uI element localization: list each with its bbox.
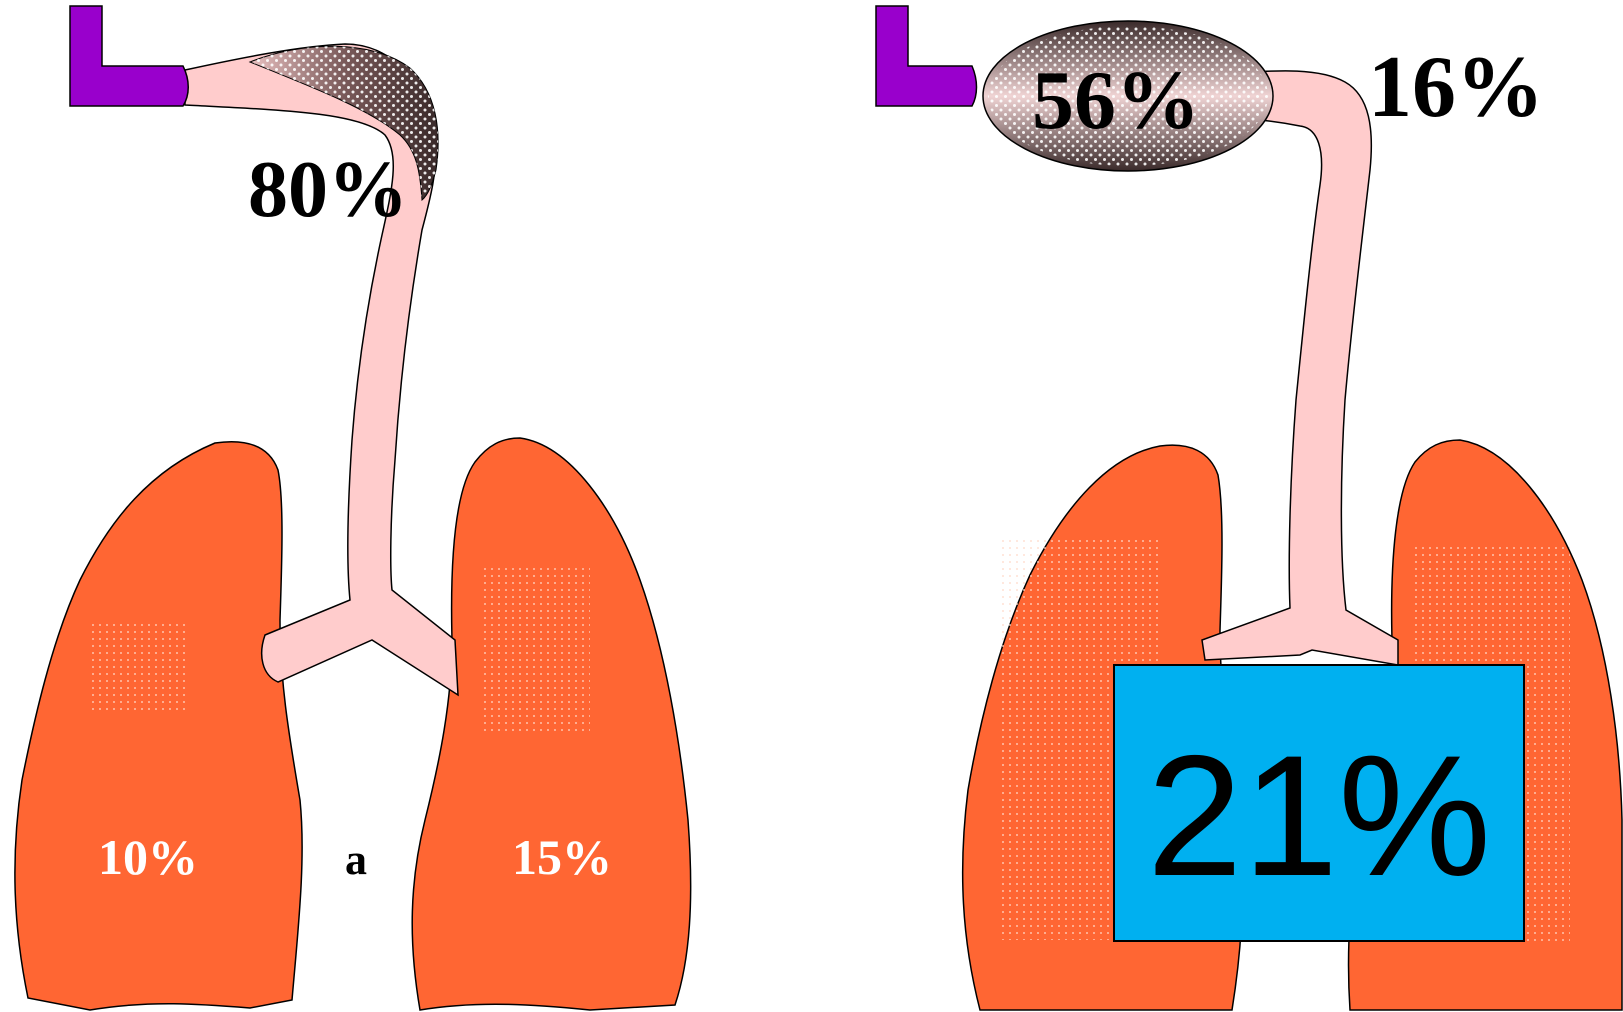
left-mouthpiece bbox=[70, 6, 188, 106]
right-mouthpiece bbox=[876, 6, 977, 106]
panel-letter: a bbox=[345, 835, 367, 884]
left-lung-left bbox=[15, 442, 302, 1010]
right-diagram: 56% 16% 21% bbox=[876, 6, 1622, 1010]
right-lung-percent: 21% bbox=[1147, 720, 1491, 912]
right-exhaled-percent: 16% bbox=[1368, 39, 1544, 136]
left-diagram: 80% 10% 15% a bbox=[15, 6, 691, 1010]
left-lung-right-dots bbox=[480, 565, 590, 735]
left-lung-left-dots bbox=[92, 620, 187, 715]
left-lung-left-percent: 10% bbox=[98, 829, 198, 885]
left-deposit-percent: 80% bbox=[248, 146, 408, 234]
right-spacer-percent: 56% bbox=[1032, 54, 1200, 147]
left-lung-right-percent: 15% bbox=[512, 829, 612, 885]
right-airway bbox=[1202, 71, 1398, 665]
